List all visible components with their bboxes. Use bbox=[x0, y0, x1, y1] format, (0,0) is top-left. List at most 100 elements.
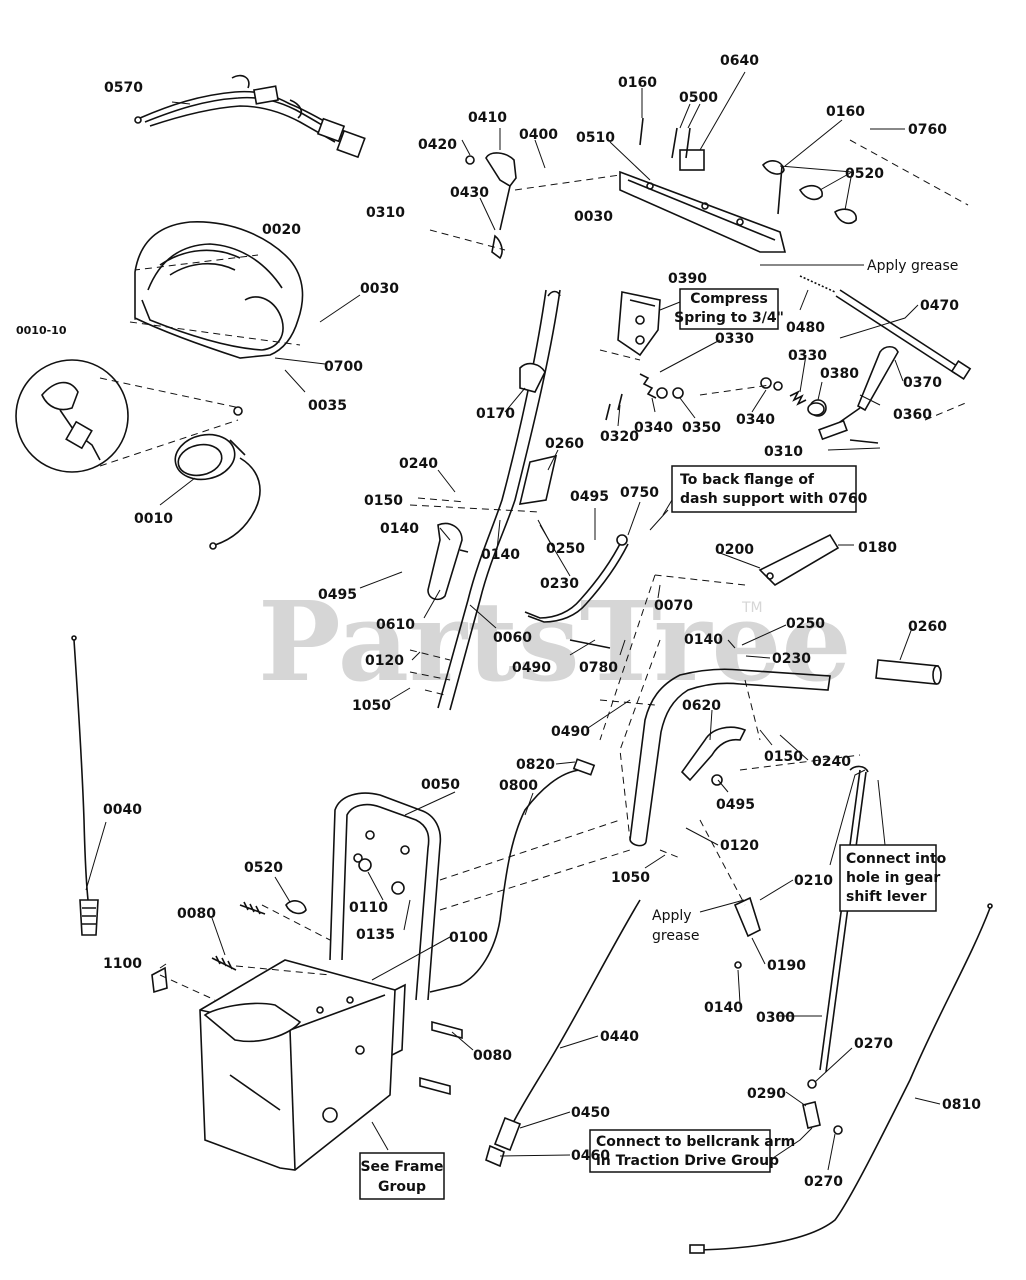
part-label: 0570 bbox=[104, 80, 143, 96]
part-label: 0070 bbox=[654, 598, 693, 614]
headlight-0010 bbox=[174, 406, 261, 550]
callout-bellcrank-line2: in Traction Drive Group bbox=[596, 1153, 779, 1169]
clip-0520-lower bbox=[285, 900, 307, 915]
part-label: 0290 bbox=[747, 1086, 786, 1102]
part-label: 0260 bbox=[545, 436, 584, 452]
part-label: 0310 bbox=[366, 205, 405, 221]
dash-panel-0020 bbox=[134, 221, 304, 359]
bracket-1100 bbox=[151, 966, 168, 994]
callout-bellcrank-line1: Connect to bellcrank arm bbox=[596, 1134, 795, 1150]
part-label: 0180 bbox=[858, 540, 897, 556]
part-label: 0495 bbox=[716, 797, 755, 813]
part-label: 1050 bbox=[352, 698, 391, 714]
part-label: 0310 bbox=[764, 444, 803, 460]
grip-0260-upper bbox=[518, 454, 558, 505]
part-label: 0480 bbox=[786, 320, 825, 336]
part-label: 0520 bbox=[845, 166, 884, 182]
callout-back-flange-line1: To back flange of bbox=[680, 472, 815, 488]
part-label: 0210 bbox=[794, 873, 833, 889]
bracket-0390 bbox=[617, 291, 661, 357]
dash-support-0510 bbox=[619, 149, 787, 253]
springs-nuts-row bbox=[605, 373, 825, 421]
cable-0810 bbox=[689, 903, 993, 1254]
part-label: 0340 bbox=[634, 420, 673, 436]
bolts-0080 bbox=[211, 901, 463, 1096]
callout-compress-line1: Compress bbox=[690, 291, 768, 307]
part-label: 0340 bbox=[736, 412, 775, 428]
part-label: 0610 bbox=[376, 617, 415, 633]
leader-lines bbox=[85, 71, 941, 1171]
part-label: 0440 bbox=[600, 1029, 639, 1045]
part-label: 0150 bbox=[364, 493, 403, 509]
part-label: 0030 bbox=[574, 209, 613, 225]
part-label: 0495 bbox=[318, 587, 357, 603]
part-label: 0120 bbox=[365, 653, 404, 669]
callout-gear-shift-line2: hole in gear bbox=[846, 870, 940, 886]
bracket-0210 bbox=[733, 896, 761, 969]
part-label: 0450 bbox=[571, 1105, 610, 1121]
clips-0520-top bbox=[761, 160, 857, 225]
part-label: 0495 bbox=[570, 489, 609, 505]
part-label: 0500 bbox=[679, 90, 718, 106]
lever-0410 bbox=[465, 152, 517, 260]
cable-0440 bbox=[485, 899, 641, 1168]
part-label: 0390 bbox=[668, 271, 707, 287]
part-label: 0270 bbox=[854, 1036, 893, 1052]
part-label: 0010-10 bbox=[16, 324, 67, 337]
part-label: 0080 bbox=[473, 1048, 512, 1064]
callout-gear-shift: Connect into hole in gear shift lever bbox=[839, 844, 947, 912]
part-label: 0170 bbox=[476, 406, 515, 422]
bracket-0180 bbox=[654, 533, 840, 587]
part-label: 0410 bbox=[468, 110, 507, 126]
watermark-tm: TM bbox=[741, 600, 763, 616]
part-label: 0300 bbox=[756, 1010, 795, 1026]
shift-rod-0470 bbox=[799, 275, 972, 380]
part-label: 0330 bbox=[715, 331, 754, 347]
part-label: 0470 bbox=[920, 298, 959, 314]
part-label: 0140 bbox=[380, 521, 419, 537]
part-label: 0350 bbox=[682, 420, 721, 436]
cable-0040 bbox=[71, 635, 99, 936]
part-label: 0135 bbox=[356, 927, 395, 943]
callout-back-flange-line2: dash support with 0760 bbox=[680, 491, 868, 507]
callout-gear-shift-line1: Connect into bbox=[846, 851, 947, 867]
part-label: 0780 bbox=[579, 660, 618, 676]
part-label: 0460 bbox=[571, 1148, 610, 1164]
part-label: 0040 bbox=[103, 802, 142, 818]
clevis-0290 bbox=[802, 1079, 843, 1135]
part-label: 0230 bbox=[540, 576, 579, 592]
part-label: 0020 bbox=[262, 222, 301, 238]
callout-frame-group-line2: Group bbox=[378, 1179, 426, 1195]
part-label: 0100 bbox=[449, 930, 488, 946]
part-label: 0810 bbox=[942, 1097, 981, 1113]
part-label: 0370 bbox=[903, 375, 942, 391]
callout-gear-shift-line3: shift lever bbox=[846, 889, 927, 905]
part-label: 0760 bbox=[908, 122, 947, 138]
part-label: 0270 bbox=[804, 1174, 843, 1190]
part-label: 0430 bbox=[450, 185, 489, 201]
frame-assembly bbox=[199, 959, 406, 1171]
callout-bellcrank: Connect to bellcrank arm in Traction Dri… bbox=[589, 1129, 795, 1173]
part-label: 0420 bbox=[418, 137, 457, 153]
part-label: 0140 bbox=[684, 632, 723, 648]
part-label: 0240 bbox=[399, 456, 438, 472]
callout-frame-group-line1: See Frame bbox=[360, 1159, 443, 1175]
part-label: 0160 bbox=[826, 104, 865, 120]
part-label: 0110 bbox=[349, 900, 388, 916]
dash-frame-0050 bbox=[329, 792, 442, 1001]
part-label: 0490 bbox=[512, 660, 551, 676]
handle-0060 bbox=[437, 289, 561, 711]
grip-0260-lower bbox=[875, 659, 942, 685]
part-label: 0230 bbox=[772, 651, 811, 667]
part-label: 0330 bbox=[788, 348, 827, 364]
note-apply-grease-lower-line2: grease bbox=[652, 928, 699, 944]
part-label: 0520 bbox=[244, 860, 283, 876]
key-switch-detail-0010-10 bbox=[15, 359, 241, 473]
part-label: 0140 bbox=[704, 1000, 743, 1016]
part-label: 0150 bbox=[764, 749, 803, 765]
callout-frame-group: See Frame Group bbox=[359, 1152, 445, 1200]
part-label: 0380 bbox=[820, 366, 859, 382]
cable-0800 bbox=[429, 758, 596, 993]
part-label: 1100 bbox=[103, 956, 142, 972]
part-label: 0490 bbox=[551, 724, 590, 740]
